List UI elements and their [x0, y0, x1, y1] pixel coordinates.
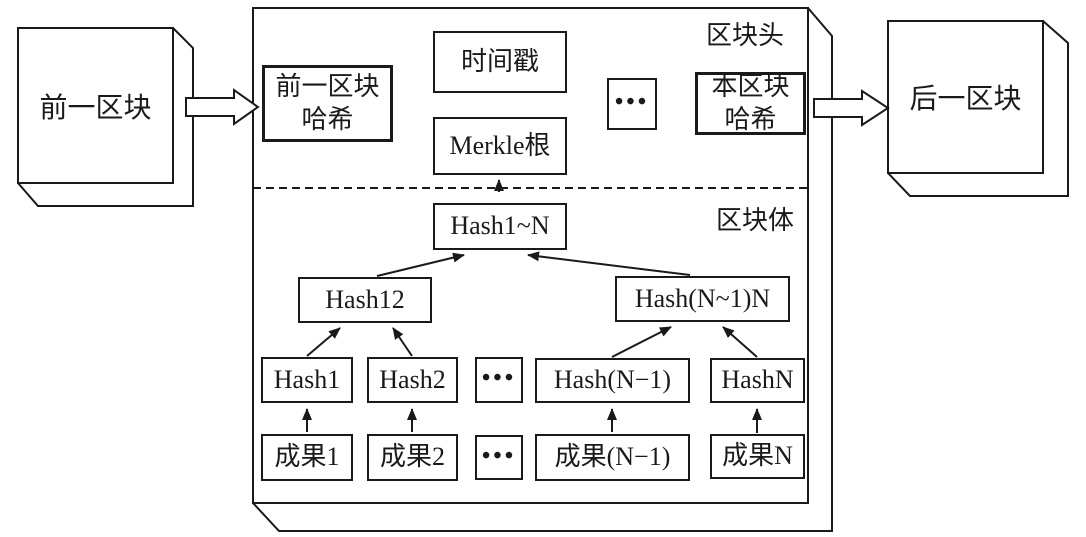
- header-ellipsis-box: •••: [607, 78, 657, 130]
- prev-block-cube: [17, 27, 194, 207]
- self-hash-box: 本区块 哈希: [695, 72, 806, 135]
- resultn-box: 成果N: [710, 434, 805, 479]
- prev-hash-line1: 前一区块: [275, 72, 380, 101]
- result2-box: 成果2: [367, 434, 458, 481]
- hashn-box: HashN: [710, 358, 805, 403]
- prev-hash-box: 前一区块 哈希: [262, 65, 393, 142]
- result-ellipsis-box: •••: [475, 435, 523, 480]
- hash2-box: Hash2: [367, 357, 458, 403]
- result1-box: 成果1: [261, 434, 353, 481]
- ellipsis-icon: •••: [481, 365, 517, 391]
- block-body-section-label: 区块体: [715, 206, 794, 235]
- ellipsis-icon: •••: [614, 89, 650, 115]
- next-block-cube: [887, 20, 1069, 197]
- block-header-section-label: 区块头: [705, 21, 784, 50]
- result-n-minus-1-box: 成果(N−1): [535, 434, 690, 481]
- hash-ellipsis-box: •••: [475, 357, 523, 403]
- self-hash-line1: 本区块: [711, 72, 790, 101]
- self-hash-line2: 哈希: [724, 104, 777, 134]
- hash-n-minus-1-box: Hash(N−1): [535, 358, 690, 403]
- timestamp-box: 时间戳: [433, 31, 567, 93]
- prev-hash-line2: 哈希: [301, 104, 354, 134]
- merkle-root-box: Merkle根: [433, 117, 567, 175]
- next-block-label: 后一区块: [909, 84, 1022, 115]
- hash-root-box: Hash1~N: [433, 203, 567, 250]
- link-arrow-right-icon: [813, 89, 890, 127]
- current-block-cube: [252, 7, 833, 532]
- hash12-box: Hash12: [298, 277, 432, 323]
- ellipsis-icon: •••: [481, 442, 517, 469]
- tree-arrows: [302, 179, 762, 433]
- hash-n1n-box: Hash(N~1)N: [615, 276, 790, 322]
- hash1-box: Hash1: [261, 357, 353, 403]
- prev-block-label: 前一区块: [39, 92, 152, 124]
- link-arrow-left-icon: [185, 88, 260, 126]
